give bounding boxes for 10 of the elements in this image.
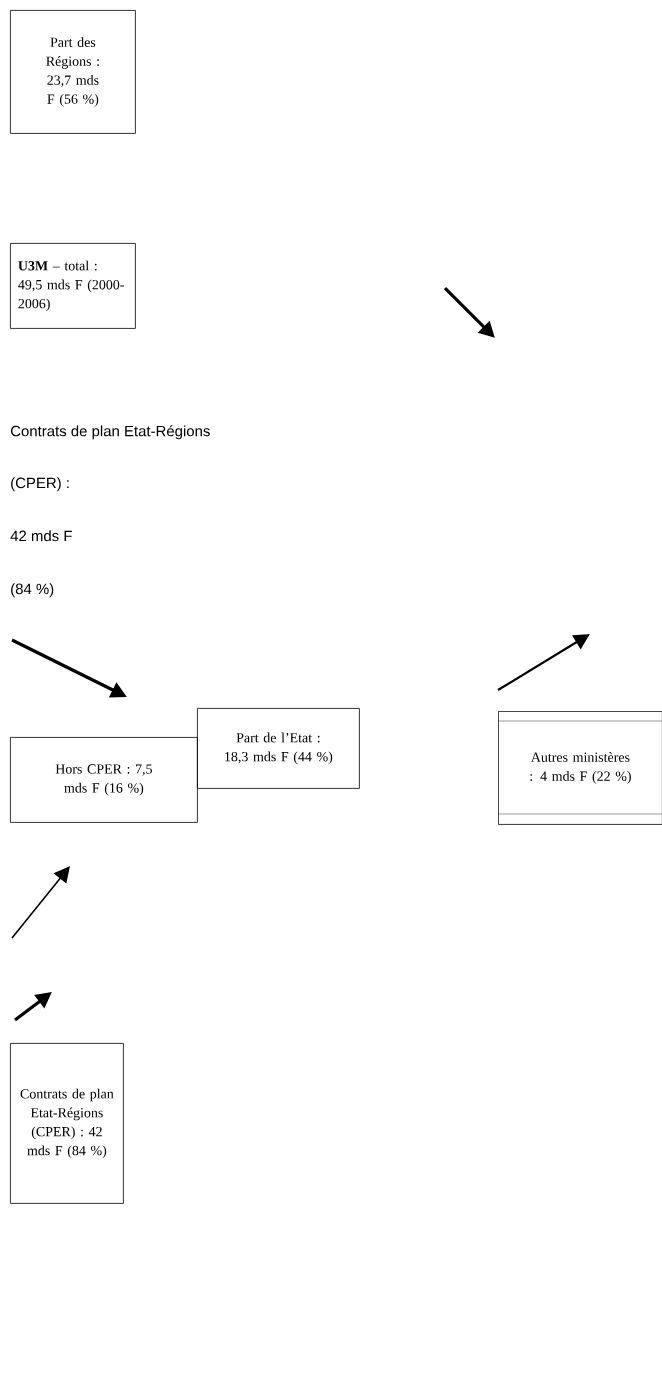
label-text: Contrats de plan Etat-Régions — [10, 425, 210, 440]
label-text: 42 mds F — [10, 530, 72, 542]
text-box: Hors CPER : 7,5 mds F (16 %) — [10, 737, 198, 823]
text-box: Part de l’Etat : 18,3 mds F (44 %) — [197, 708, 360, 789]
text-box: U3M – total : 49,5 mds F (2000-2006) — [10, 243, 136, 329]
text-box: Autres ministères : 4 mds F (22 %) — [497, 711, 662, 825]
text-box: Part des Régions : 23,7 mds F (56 %) — [10, 10, 136, 134]
text-box: Contrats de plan Etat-Régions (CPER) : 42 mds F (84 %) — [10, 1043, 124, 1204]
label-text: (CPER) : — [11, 477, 69, 492]
label-text: (84 %) — [11, 583, 54, 598]
